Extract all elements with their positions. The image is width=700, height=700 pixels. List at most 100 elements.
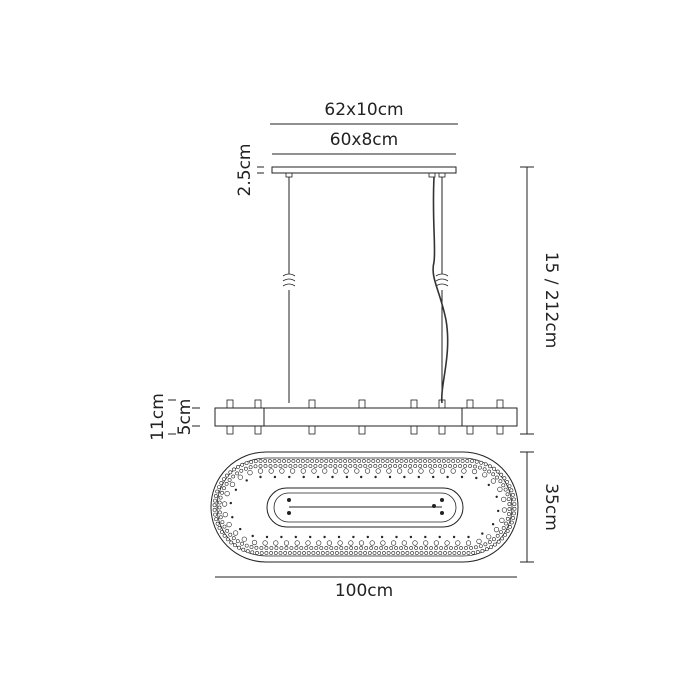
crystal-bead (414, 546, 419, 550)
crystal-bead (212, 507, 217, 512)
crystal-bead (506, 512, 511, 516)
crystal-bead (461, 468, 467, 474)
crystal-bead (495, 469, 500, 474)
crystal-bead (286, 459, 291, 463)
crystal-bead (432, 459, 437, 463)
crystal-bead (217, 510, 222, 515)
crystal-bead (218, 495, 223, 500)
crystal-bead (512, 502, 517, 507)
crystal-bead (483, 462, 488, 467)
crystal-bead (371, 459, 376, 463)
crystal-bead (487, 540, 492, 544)
crystal-bead (224, 481, 229, 486)
crystal-bead (213, 512, 218, 517)
crystal-bead (259, 551, 264, 555)
body-height-label: 5cm (175, 399, 195, 436)
crystal-bead (427, 459, 432, 463)
crystal-bead (388, 475, 392, 479)
crystal-bead (432, 475, 435, 479)
crystal-bead (512, 511, 516, 516)
crystal-bead (294, 540, 300, 546)
crystal-bead (343, 464, 348, 468)
crystal-bead (263, 464, 268, 468)
crystal-tab-bottom (226, 425, 234, 435)
crystal-bead (217, 526, 222, 530)
crystal-bead (224, 473, 229, 478)
crystal-tab-top (358, 399, 366, 409)
crystal-bead (348, 464, 353, 468)
crystal-bead (501, 507, 508, 513)
crystal-bead (507, 507, 512, 511)
crystal-bead (313, 464, 318, 468)
crystal-bead (316, 475, 320, 479)
crystal-bead (471, 468, 478, 475)
crystal-bead (236, 464, 240, 469)
crystal-bead (499, 472, 504, 477)
crystal-bead (470, 459, 474, 464)
crystal-bead (222, 501, 228, 507)
crystal-bead (345, 475, 349, 479)
crystal-bead (505, 516, 510, 521)
crystal-bead (283, 551, 288, 555)
crystal-bead (319, 459, 324, 463)
crystal-tab-bottom (410, 425, 418, 435)
crystal-bead (273, 551, 278, 555)
crystal-bead (433, 464, 438, 468)
crystal-bead (501, 526, 506, 530)
crystal-bead (338, 464, 343, 468)
crystal-bead (476, 538, 482, 545)
crystal-bead (509, 488, 514, 493)
crystal-bead (499, 517, 505, 524)
crystal-bead (452, 535, 456, 539)
crystal-bead (385, 459, 390, 463)
crystal-bead (284, 546, 289, 550)
crystal-bead (218, 515, 223, 520)
crystal-bead (495, 475, 499, 480)
crystal-bead (454, 546, 458, 550)
crystal-tab-bottom (438, 425, 446, 435)
crystal-bead (364, 468, 371, 474)
crystal-bead (240, 541, 245, 546)
crystal-tab-top (466, 399, 474, 409)
crystal-bead (309, 535, 312, 539)
crystal-bead (405, 551, 410, 555)
crystal-bead (490, 478, 497, 484)
crystal-bead (511, 492, 515, 497)
crystal-tab-bottom (308, 425, 316, 435)
crystal-bead (251, 539, 258, 546)
crystal-bead (404, 459, 409, 463)
crystal-bead (396, 551, 400, 555)
crystal-bead (491, 522, 495, 526)
crystal-bead (412, 540, 418, 546)
crystal-bead (249, 460, 254, 464)
crystal-bead (386, 551, 391, 555)
crystal-bead (337, 535, 341, 539)
crystal-bead (444, 540, 450, 546)
crystal-bead (212, 503, 217, 508)
crystal-bead (267, 459, 272, 463)
crystal-bead (439, 468, 446, 474)
crystal-bead (369, 540, 375, 546)
crystal-bead (377, 551, 382, 555)
crystal-bead (244, 543, 249, 548)
crystal-bead (333, 464, 338, 468)
crystal-bead (380, 459, 385, 463)
crystal-bead (374, 475, 377, 479)
crystal-bead (487, 483, 490, 487)
crystal-bead (428, 464, 433, 468)
crystal-bead (502, 476, 507, 481)
crystal-bead (254, 545, 259, 550)
crystal-bead (497, 486, 503, 493)
crystal-bead (303, 464, 308, 468)
crystal-bead (372, 551, 377, 555)
crystal-bead (508, 525, 512, 529)
crystal-bead (418, 459, 423, 463)
crystal-bead (259, 546, 264, 550)
crystal-bead (419, 546, 424, 550)
crystal-bead (379, 546, 384, 550)
crystal-bead (409, 535, 413, 539)
crystal-tab-bottom (254, 425, 262, 435)
crystal-bead (310, 459, 315, 463)
crystal-bead (227, 478, 232, 482)
crystal-bead (353, 551, 358, 555)
